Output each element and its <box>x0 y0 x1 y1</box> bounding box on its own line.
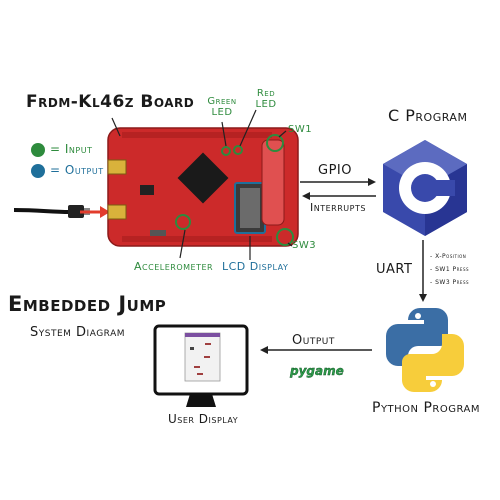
accelerometer-label: Accelerometer <box>134 260 214 273</box>
sw3-label: SW3 <box>292 240 317 251</box>
legend-input-dot <box>31 143 45 157</box>
user-display-title: User Display <box>168 412 239 426</box>
gpio-arrow <box>300 178 376 186</box>
page-title: Embedded Jump <box>8 292 167 316</box>
uart-item: - SW3 Press <box>430 279 470 286</box>
red-led-label: Red LED <box>255 88 277 110</box>
output-arrow <box>260 346 372 354</box>
sw1-label: SW1 <box>288 124 313 135</box>
green-led <box>221 146 231 156</box>
gpio-label: GPIO <box>318 163 352 178</box>
legend-input-label: = Input <box>50 142 93 156</box>
interrupts-label: Interrupts <box>310 201 366 214</box>
uart-item-list: - X-Position - SW1 Press - SW3 Press <box>430 250 469 289</box>
user-monitor <box>153 324 249 407</box>
red-led <box>233 145 243 155</box>
pygame-logo: pygame <box>290 364 344 378</box>
c-logo <box>383 140 467 236</box>
frdm-board <box>107 127 299 247</box>
c-program-title: C Program <box>388 106 468 125</box>
annotation-lines <box>111 109 293 260</box>
output-label: Output <box>292 333 335 348</box>
lcd-display-label: LCD Display <box>222 260 289 273</box>
sw3-button <box>276 228 294 246</box>
python-program-title: Python Program <box>372 400 481 416</box>
page-subtitle: System Diagram <box>30 325 125 340</box>
uart-item: - SW1 Press <box>430 266 470 273</box>
uart-label: UART <box>376 262 413 277</box>
legend-output-dot <box>31 164 45 178</box>
usb-cable <box>13 205 90 218</box>
uart-item: - X-Position <box>430 253 467 260</box>
sw1-button <box>266 134 284 152</box>
accelerometer-chip <box>175 214 191 230</box>
microcontroller-chip <box>177 152 229 204</box>
python-logo <box>386 308 464 392</box>
uart-arrow <box>419 240 427 302</box>
legend-output-label: = Output <box>50 163 104 177</box>
green-led-label: Green LED <box>207 96 237 118</box>
board-title: Frdm-Kl46z Board <box>26 92 195 112</box>
interrupts-arrow <box>302 192 376 200</box>
input-arrow <box>80 206 110 218</box>
